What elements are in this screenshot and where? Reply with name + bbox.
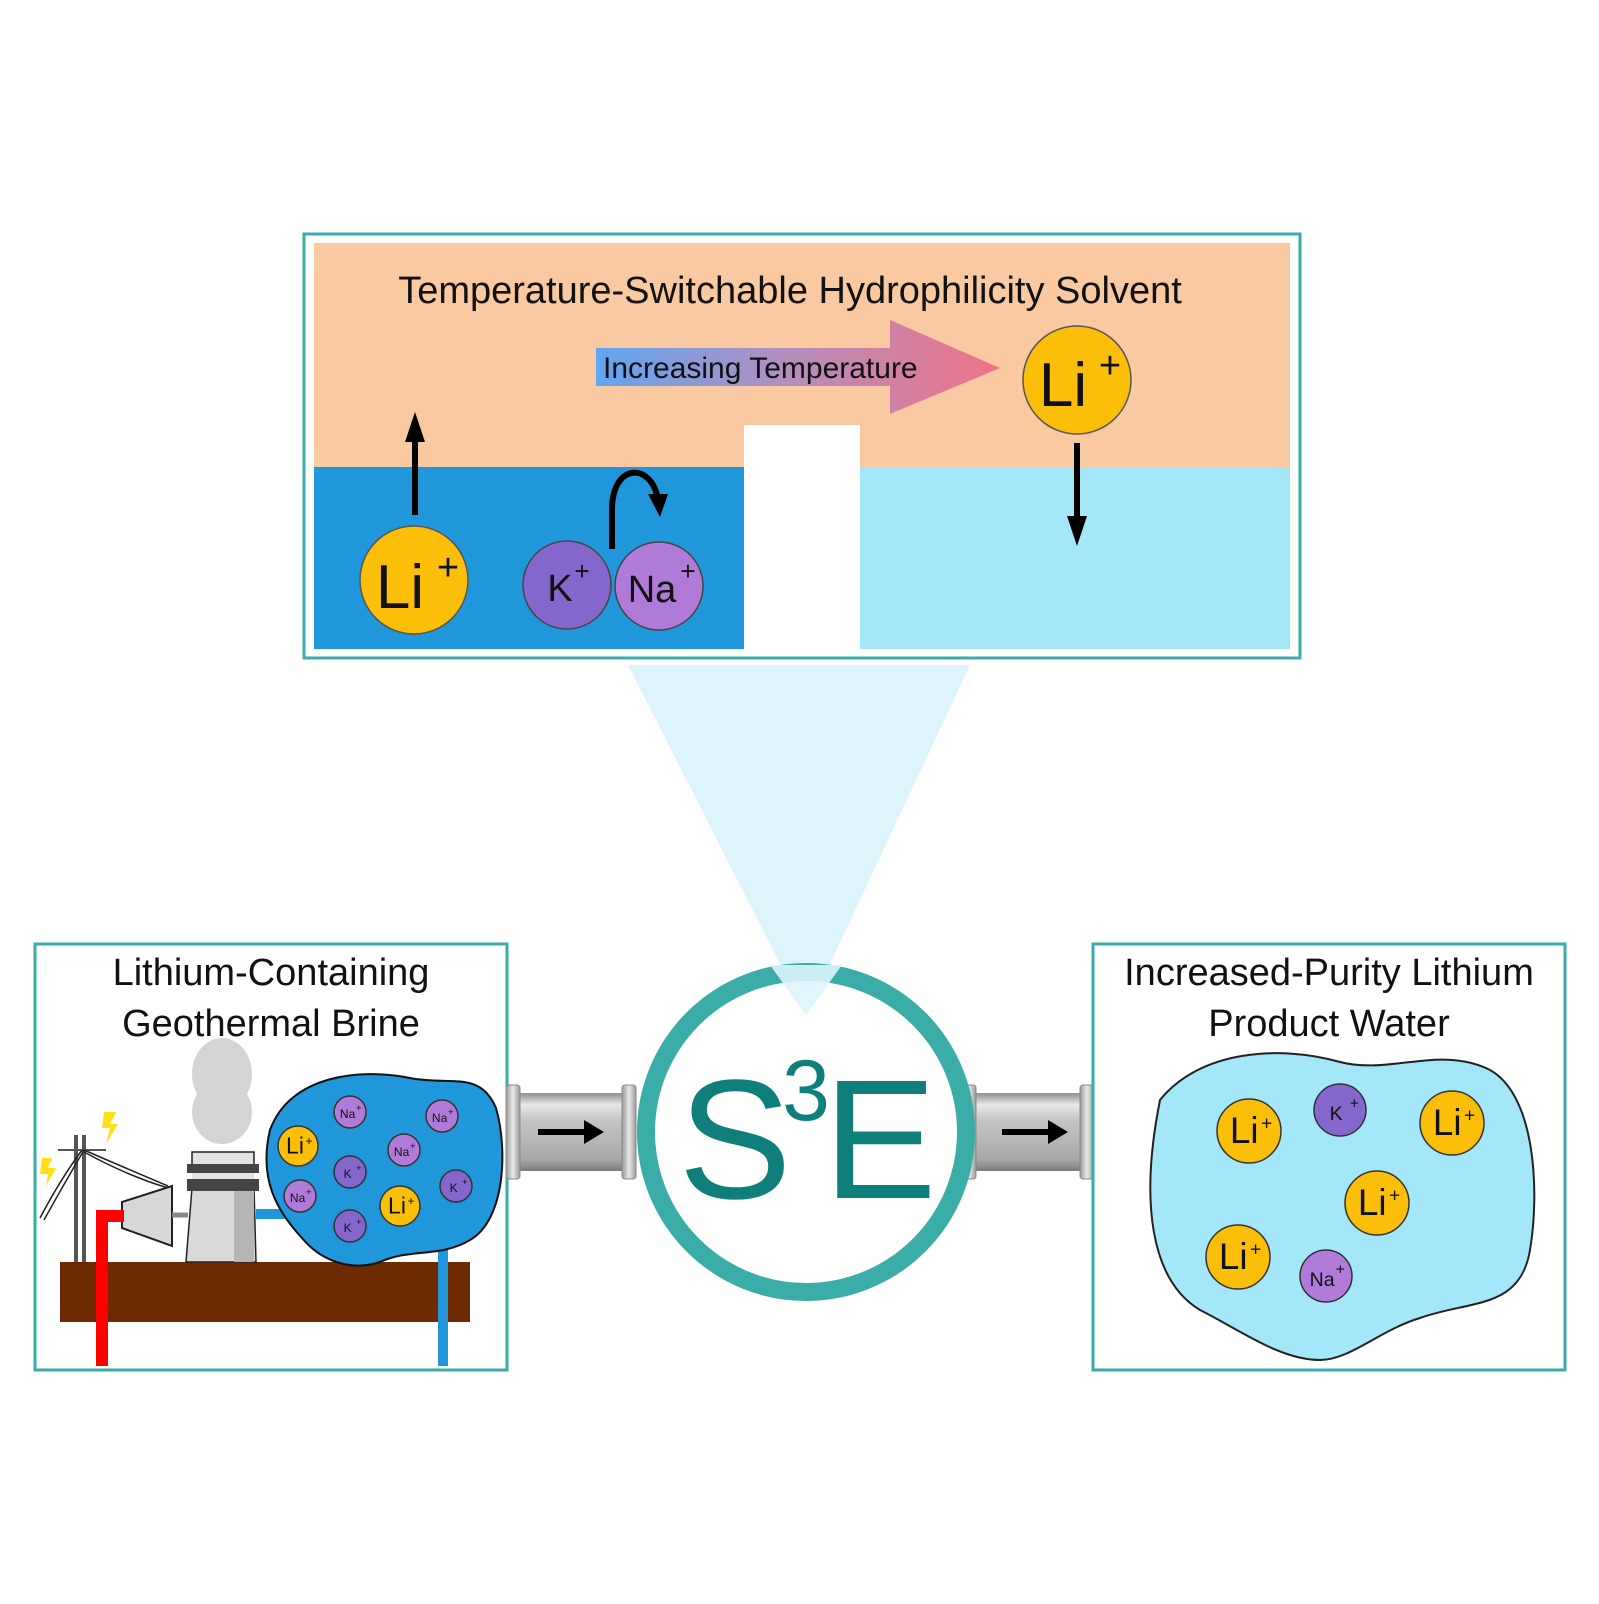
li-ion: Li+	[1344, 1170, 1410, 1236]
k-ion: K+	[439, 1169, 473, 1203]
rejection-arrowhead	[648, 494, 668, 517]
flow-arrow-icon	[1002, 1120, 1068, 1144]
ion-charge: +	[356, 1217, 362, 1228]
ion-charge: +	[1261, 1113, 1272, 1134]
flow-arrow-icon	[538, 1120, 604, 1144]
product-panel: Increased-Purity Lithium Product Water L…	[1091, 942, 1567, 1372]
increasing-temperature-arrow: Increasing Temperature	[596, 320, 1000, 414]
ion-symbol: Li	[388, 1193, 406, 1219]
ion-symbol: K	[547, 568, 572, 610]
k-ion: K+	[1313, 1083, 1367, 1137]
na-ion: Na+	[333, 1095, 367, 1129]
top-panel-title: Temperature-Switchable Hydrophilicity So…	[398, 270, 1182, 312]
ion-symbol: K	[1330, 1103, 1343, 1125]
k-ion: K +	[522, 540, 612, 630]
ion-symbol: Na	[432, 1111, 448, 1125]
ion-charge: +	[437, 547, 459, 589]
li-ion: Li+	[379, 1185, 421, 1227]
ion-charge: +	[410, 1141, 416, 1152]
ion-charge: +	[407, 1194, 414, 1208]
ion-symbol: Na	[340, 1107, 356, 1121]
li-ion: Li+	[1419, 1090, 1485, 1156]
ion-charge: +	[1099, 345, 1121, 387]
na-ion: Na+	[387, 1133, 421, 1167]
ion-charge: +	[680, 556, 695, 586]
ion-symbol: Li	[1039, 351, 1087, 420]
ion-charge: +	[305, 1134, 312, 1148]
ion-charge: +	[1336, 1262, 1345, 1279]
rejection-arrow	[609, 469, 661, 549]
ion-symbol: Li	[286, 1133, 304, 1159]
ion-symbol: K	[344, 1167, 352, 1181]
ion-charge: +	[1389, 1185, 1400, 1206]
increasing-temperature-label: Increasing Temperature	[603, 352, 918, 385]
ion-charge: +	[1350, 1096, 1359, 1113]
brine-panel: Lithium-Containing Geothermal Brine	[33, 942, 509, 1372]
power-pole-icon	[39, 1135, 169, 1262]
li-ion: Li+	[1205, 1224, 1271, 1290]
outlet-pipe	[961, 1084, 1095, 1180]
ion-symbol: Li	[1358, 1182, 1387, 1223]
s3e-label-superscript: 3	[782, 1043, 830, 1139]
separator-block	[744, 425, 860, 649]
ion-charge: +	[1250, 1239, 1261, 1260]
ion-symbol: Na	[628, 569, 677, 611]
li-ion: Li+	[277, 1125, 319, 1167]
steam-icon	[192, 1038, 252, 1144]
li-ion-released: Li +	[1022, 325, 1132, 546]
na-ion: Na+	[283, 1179, 317, 1213]
s3e-label-e: E	[823, 1045, 936, 1235]
brine-title-line1: Lithium-Containing	[113, 952, 430, 994]
product-title-line2: Product Water	[1208, 1003, 1450, 1045]
ion-charge: +	[574, 556, 589, 586]
na-ion: Na+	[425, 1099, 459, 1133]
k-ion: K+	[333, 1209, 367, 1243]
ion-symbol: Na	[290, 1191, 306, 1205]
ion-symbol: K	[450, 1181, 458, 1195]
li-ion-extracted: Li +	[359, 412, 469, 635]
k-ion: K+	[333, 1155, 367, 1189]
ion-symbol: Li	[1230, 1110, 1259, 1151]
na-ion: Na +	[614, 541, 704, 631]
cooling-tower-icon	[185, 1151, 259, 1263]
inlet-pipe	[505, 1084, 637, 1180]
ground	[60, 1262, 470, 1322]
ion-symbol: Li	[376, 553, 424, 622]
ion-charge: +	[448, 1107, 454, 1118]
ion-charge: +	[1464, 1105, 1475, 1126]
li-ion: Li+	[1216, 1098, 1282, 1164]
ion-charge: +	[462, 1177, 468, 1188]
ion-charge: +	[356, 1103, 362, 1114]
brine-ions: Na+Na+Li+Na+K+Na+K+Li+K+	[277, 1095, 473, 1243]
hot-pipe	[96, 1210, 124, 1366]
ion-symbol: Na	[1310, 1269, 1335, 1291]
s3e-process-circle: S 3 E	[637, 963, 975, 1301]
ion-symbol: Li	[1433, 1102, 1462, 1143]
brine-title-line2: Geothermal Brine	[122, 1003, 420, 1045]
s3e-label-s: S	[678, 1045, 791, 1235]
product-title-line1: Increased-Purity Lithium	[1124, 952, 1534, 994]
na-ion: Na+	[1299, 1249, 1353, 1303]
brine-blob	[265, 1073, 504, 1267]
product-ions: Li+K+Li+Li+Li+Na+	[1205, 1083, 1485, 1303]
ion-symbol: Na	[394, 1145, 410, 1159]
ion-symbol: K	[344, 1221, 352, 1235]
zoom-cone	[628, 665, 970, 1015]
ion-symbol: Li	[1219, 1236, 1248, 1277]
lightning-icon	[40, 1112, 118, 1186]
ion-charge: +	[356, 1163, 362, 1174]
top-panel: Temperature-Switchable Hydrophilicity So…	[302, 232, 1302, 660]
ion-charge: +	[306, 1187, 312, 1198]
